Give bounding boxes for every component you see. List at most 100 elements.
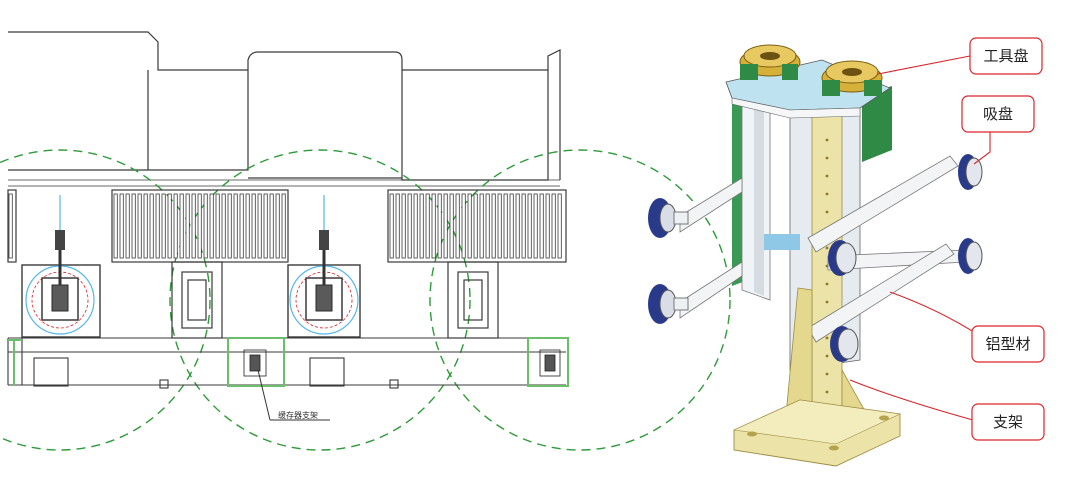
- rack-slat: [239, 193, 244, 259]
- rack-slat: [461, 193, 466, 259]
- column-hole: [825, 390, 829, 394]
- reach-circles: [0, 149, 731, 451]
- rack-slat: [401, 193, 406, 259]
- arm-left-lower: [679, 261, 743, 319]
- rack-slat: [509, 193, 514, 259]
- rack-slat: [545, 193, 550, 259]
- reach-circle-1: [0, 149, 211, 451]
- robot-cell-1: [21, 195, 101, 338]
- callout-tool-plate-label: 工具盘: [983, 47, 1028, 65]
- fixture-rendering: 工具盘 吸盘 铝型材 支架: [648, 37, 1045, 467]
- tool-plate-1: [739, 44, 801, 80]
- rack-slat: [449, 193, 454, 259]
- machine-outline-top: [8, 31, 561, 180]
- rack-slat: [497, 193, 502, 259]
- rack-slat: [539, 193, 544, 259]
- rack-slat: [551, 193, 556, 259]
- column-hole: [825, 282, 829, 286]
- rack-slat: [479, 193, 484, 259]
- rack-slat: [503, 193, 508, 259]
- leader-tool-plate: [877, 55, 971, 75]
- arm-right-lower: [807, 243, 955, 343]
- rack-slat: [227, 193, 232, 259]
- rack-slat: [125, 193, 130, 259]
- column-hole: [825, 300, 829, 304]
- column-hole: [825, 354, 829, 358]
- robot-cell-2: [287, 195, 361, 338]
- callout-aluminum-profile-label: 铝型材: [985, 335, 1030, 353]
- callout-bracket-label: 支架: [993, 413, 1023, 431]
- rack-slat: [419, 193, 424, 259]
- rack-slat: [269, 193, 274, 259]
- callout-suction-cup-label: 吸盘: [983, 105, 1013, 123]
- rack-slat: [251, 193, 256, 259]
- leader-aluminum-profile: [889, 291, 981, 337]
- annotation-leader: [257, 369, 271, 421]
- tool-plate-2: [821, 60, 883, 96]
- arm-right-upper: [807, 155, 959, 253]
- column-hole: [825, 138, 829, 142]
- base-bolt-2: [879, 415, 889, 421]
- rack-slat: [149, 193, 154, 259]
- rack-slat: [521, 193, 526, 259]
- rack-slat: [527, 193, 532, 259]
- rack-slat: [437, 193, 442, 259]
- rack-slat: [203, 193, 208, 259]
- base-plate-top: [732, 399, 902, 445]
- column-hole: [825, 210, 829, 214]
- base-rails: [7, 337, 566, 389]
- suction-cup-right-upper: [958, 154, 983, 190]
- rack-slat: [557, 193, 562, 259]
- rack-slat: [467, 193, 472, 259]
- rack-slat: [491, 193, 496, 259]
- rack-slat: [209, 193, 214, 259]
- rack-slat: [395, 193, 400, 259]
- rack-slat: [8, 193, 13, 259]
- callout-leaders: [849, 55, 991, 423]
- rack-slat: [167, 193, 172, 259]
- buffer-bracket-annotation: 缓存器支架: [278, 410, 318, 420]
- suction-cups: [648, 154, 983, 362]
- rack-slat: [173, 193, 178, 259]
- buffer-bracket-details: [243, 349, 561, 377]
- rack-slat: [221, 193, 226, 259]
- column-hole: [825, 156, 829, 160]
- reach-circle-3: [429, 149, 731, 451]
- callout-bracket: 支架: [971, 403, 1045, 441]
- rack-slat: [185, 193, 190, 259]
- buffer-rack-0-frame: [7, 189, 17, 263]
- rack-slat: [143, 193, 148, 259]
- suction-cup-center-upper: [828, 240, 857, 276]
- rack-slat: [137, 193, 142, 259]
- rack-slat: [257, 193, 262, 259]
- top-plate-edge: [731, 97, 861, 119]
- column-hole: [825, 336, 829, 340]
- reach-circle-2: [169, 149, 471, 451]
- callout-aluminum-profile: 铝型材: [971, 325, 1045, 363]
- rack-stand-1: [171, 261, 223, 339]
- column-hole: [825, 246, 829, 250]
- rack-slat: [515, 193, 520, 259]
- leader-suction-cup: [973, 130, 991, 165]
- column-hole: [825, 372, 829, 376]
- suction-cup-center-lower: [830, 326, 859, 362]
- layout-drawing: 缓存器支架: [0, 31, 731, 451]
- column-hole: [825, 174, 829, 178]
- rack-slat: [443, 193, 448, 259]
- buffer-rack-0: [8, 193, 13, 259]
- rack-slat: [233, 193, 238, 259]
- rack-slat: [131, 193, 136, 259]
- rack-slat: [413, 193, 418, 259]
- rack-slat: [179, 193, 184, 259]
- rack-slat: [155, 193, 160, 259]
- rack-slat: [245, 193, 250, 259]
- rack-slat: [473, 193, 478, 259]
- rack-slat: [389, 193, 394, 259]
- buffer-rack-2: [389, 193, 562, 259]
- machine-outline-inner: [8, 179, 560, 187]
- leader-bracket: [849, 379, 981, 423]
- suction-cup-left-upper: [648, 198, 689, 238]
- machine-outline-step: [8, 70, 549, 181]
- callout-tool-plate: 工具盘: [969, 37, 1043, 75]
